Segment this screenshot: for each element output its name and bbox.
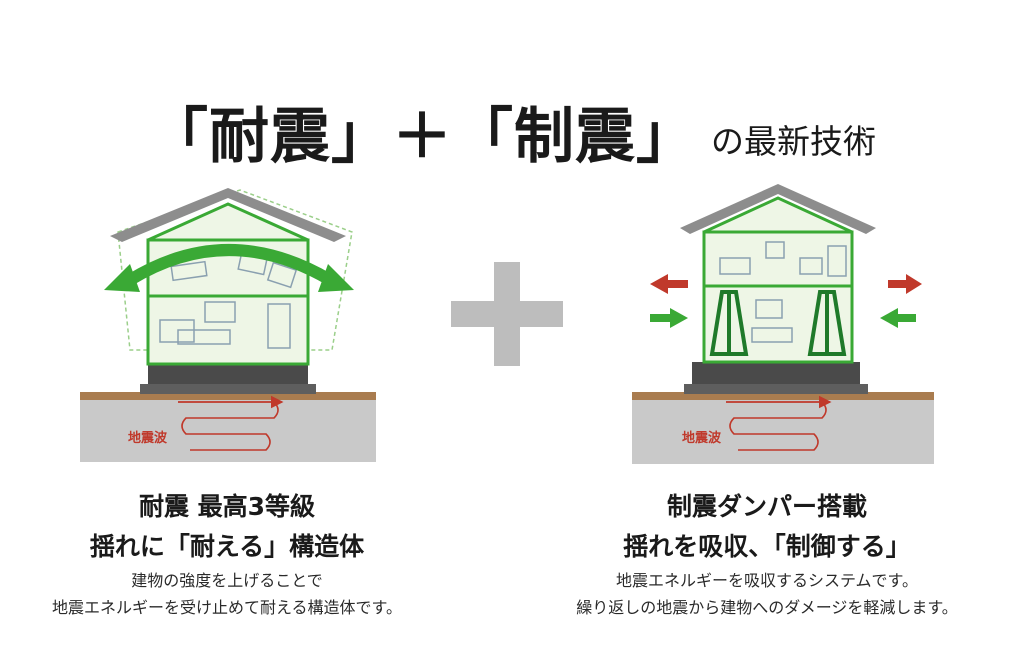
illustration: 地震波 [80,184,934,464]
right-title-line1: 制震ダンパー搭載 [666,492,867,521]
right-wave-label: 地震波 [682,430,722,446]
right-seismic-wave [726,395,832,451]
arrow-right-icon [888,274,922,294]
right-desc-line2: 繰り返しの地震から建物へのダメージを軽減します。 [576,598,958,617]
left-title-line1: 耐震 最高3等級 [138,492,316,521]
arrow-left-icon [650,274,688,294]
left-title-line2: 揺れに「耐える」構造体 [89,532,365,561]
right-house-illustration: 地震波 [632,184,934,464]
left-seismic-wave [178,395,284,451]
left-panel-text: 耐震 最高3等級 揺れに「耐える」構造体 建物の強度を上げることで 地震エネルギ… [0,487,454,621]
left-wave-label: 地震波 [128,430,168,446]
arrow-left-icon [880,308,916,328]
left-house-illustration: 地震波 [80,188,376,462]
right-roof [680,184,876,234]
headline-main: 「耐震」＋「制震」 [148,102,697,172]
left-ground [80,396,376,462]
plus-icon [451,262,563,366]
damper-left [709,290,749,356]
right-ground [632,396,934,464]
damper-right [807,290,847,356]
right-soil [632,392,934,400]
left-desc-line2: 地震エネルギーを受け止めて耐える構造体です。 [52,598,402,617]
right-panel-text: 制震ダンパー搭載 揺れを吸収、「制御する」 地震エネルギーを吸収するシステムです… [510,487,1024,621]
double-curved-arrow-icon [104,244,354,292]
headline: 「耐震」＋「制震」の最新技術 [0,88,1024,175]
left-soil [80,392,376,400]
right-desc-line1: 地震エネルギーを吸収するシステムです。 [616,571,918,590]
arrow-right-icon [650,308,688,328]
right-title-line2: 揺れを吸収、「制御する」 [623,532,911,561]
headline-suffix: の最新技術 [711,122,876,161]
left-roof [110,188,346,242]
left-desc-line1: 建物の強度を上げることで [131,571,323,590]
